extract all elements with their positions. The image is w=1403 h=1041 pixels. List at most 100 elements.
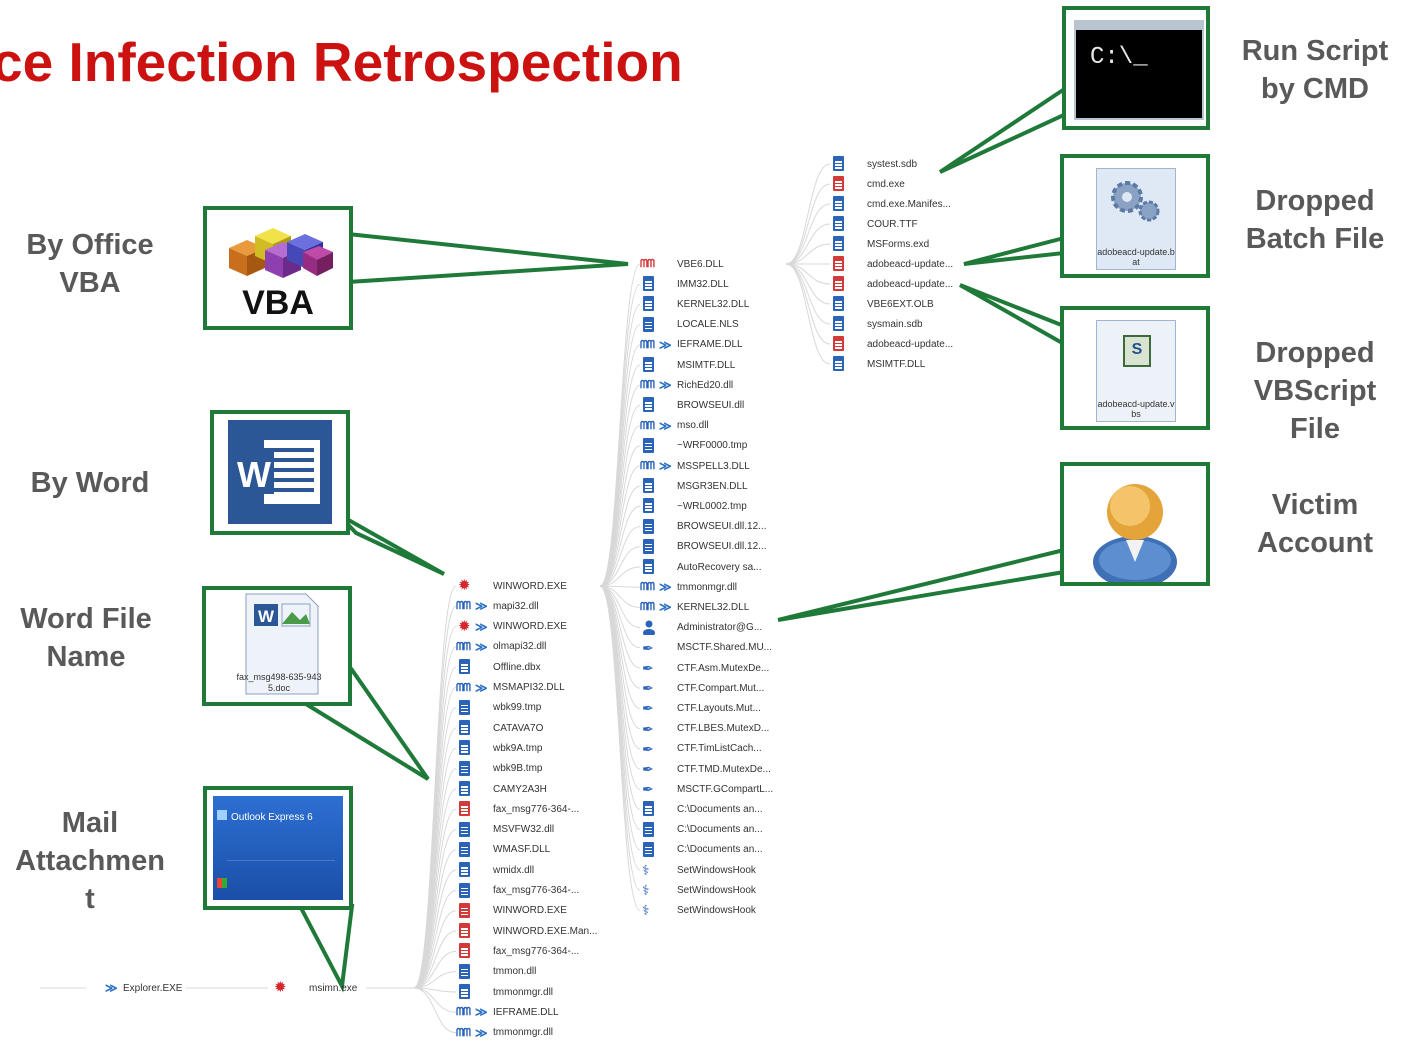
tree-node[interactable]: ✒MSCTF.Shared.MU...: [640, 640, 772, 656]
tree-node[interactable]: CATAVA7O: [456, 720, 543, 736]
tree-node[interactable]: wbk9B.tmp: [456, 760, 543, 777]
tree-node[interactable]: ✒CTF.Asm.MutexDe...: [640, 660, 769, 676]
tree-node[interactable]: MSIMTF.DLL: [640, 357, 735, 373]
expand-chevron-icon[interactable]: ≫: [475, 1025, 488, 1040]
tree-node[interactable]: BROWSEUI.dll.12...: [640, 518, 766, 535]
tree-node[interactable]: LOCALE.NLS: [640, 316, 739, 333]
tree-node[interactable]: ⚕SetWindowsHook: [640, 902, 756, 918]
expand-chevron-icon[interactable]: ≫: [659, 600, 672, 615]
node-icon: ✒: [640, 700, 658, 716]
tree-node[interactable]: WMASF.DLL: [456, 841, 550, 858]
node-label: sysmain.sdb: [867, 318, 923, 330]
expand-chevron-icon[interactable]: ≫: [659, 378, 672, 393]
file-icon: [643, 357, 654, 372]
tree-node[interactable]: COUR.TTF: [830, 216, 918, 232]
tree-node[interactable]: wbk99.tmp: [456, 699, 541, 716]
tree-node[interactable]: BROWSEUI.dll: [640, 397, 744, 413]
tree-node[interactable]: MSGR3EN.DLL: [640, 478, 748, 494]
tree-node[interactable]: C:\Documents an...: [640, 841, 763, 858]
tree-node[interactable]: tmmon.dll: [456, 963, 536, 980]
tree-node[interactable]: ~WRF0000.tmp: [640, 437, 747, 454]
tree-node[interactable]: WINWORD.EXE: [456, 902, 567, 919]
tree-node[interactable]: ✒CTF.TMD.MutexDe...: [640, 761, 771, 777]
node-label: IEFRAME.DLL: [677, 339, 743, 351]
wordfile-callout: W fax_msg498-635-9435.doc: [202, 586, 352, 706]
tree-node[interactable]: ᗰᗰ≫MSMAPI32.DLL: [456, 680, 565, 696]
expand-chevron-icon[interactable]: ≫: [475, 680, 488, 695]
tree-branch: [599, 585, 641, 911]
tree-node[interactable]: cmd.exe.Manifes...: [830, 196, 951, 212]
tree-node[interactable]: ✒CTF.LBES.MutexD...: [640, 721, 769, 737]
tree-node[interactable]: wbk9A.tmp: [456, 740, 542, 756]
tree-node[interactable]: IMM32.DLL: [640, 276, 729, 292]
tree-node[interactable]: wmidx.dll: [456, 862, 534, 878]
tree-node[interactable]: ~WRL0002.tmp: [640, 498, 747, 514]
tree-node[interactable]: systest.sdb: [830, 156, 917, 172]
user-icon: [1093, 484, 1177, 588]
tree-node[interactable]: BROWSEUI.dll.12...: [640, 538, 766, 555]
tree-node[interactable]: AutoRecovery sa...: [640, 559, 761, 575]
tree-node[interactable]: ᗰᗰ≫KERNEL32.DLL: [640, 599, 749, 615]
tree-node[interactable]: ≫Explorer.EXE: [86, 980, 182, 996]
node-label: wbk9B.tmp: [493, 763, 543, 775]
tree-node[interactable]: C:\Documents an...: [640, 801, 763, 817]
tree-node[interactable]: CAMY2A3H: [456, 781, 547, 797]
tree-node[interactable]: WINWORD.EXE.Man...: [456, 923, 597, 939]
node-icon: [640, 397, 658, 413]
mutex-icon: ✒: [642, 660, 654, 676]
tree-node[interactable]: fax_msg776-364-...: [456, 801, 579, 817]
tree-node[interactable]: ✹msimn.exe: [272, 980, 357, 996]
expand-chevron-icon[interactable]: ≫: [475, 599, 488, 614]
node-icon: [640, 357, 658, 373]
tree-node[interactable]: ✒MSCTF.GCompartL...: [640, 781, 773, 797]
node-icon: [456, 943, 474, 959]
tree-branch: [785, 223, 831, 265]
tree-node[interactable]: Administrator@G...: [640, 620, 762, 636]
tree-node[interactable]: ᗰᗰ≫IEFRAME.DLL: [456, 1004, 559, 1020]
node-label: MSSPELL3.DLL: [677, 460, 750, 472]
tree-node[interactable]: ✒CTF.Compart.Mut...: [640, 680, 764, 696]
tree-node[interactable]: ✹WINWORD.EXE: [456, 578, 567, 594]
tree-node[interactable]: ⚕SetWindowsHook: [640, 882, 756, 898]
expand-chevron-icon[interactable]: ≫: [659, 418, 672, 433]
expand-chevron-icon[interactable]: ≫: [475, 1005, 488, 1020]
gear-icon: ✹: [274, 979, 287, 996]
node-icon: [830, 316, 848, 332]
tree-node[interactable]: ᗰᗰ≫mso.dll: [640, 418, 709, 434]
tree-node[interactable]: ⚕SetWindowsHook: [640, 862, 756, 878]
expand-chevron-icon[interactable]: ≫: [475, 639, 488, 654]
gear-icon: ✹: [458, 577, 471, 594]
tree-node[interactable]: ᗰᗰ≫IEFRAME.DLL: [640, 337, 743, 353]
tree-node[interactable]: adobeacd-update...: [830, 276, 953, 292]
expand-chevron-icon[interactable]: ≫: [105, 981, 118, 995]
tree-node[interactable]: ᗰᗰ≫tmmonmgr.dll: [640, 579, 737, 595]
tree-node[interactable]: cmd.exe: [830, 176, 905, 192]
tree-node[interactable]: adobeacd-update...: [830, 336, 953, 352]
tree-node[interactable]: ᗰᗰ≫tmmonmgr.dll: [456, 1025, 553, 1041]
tree-node[interactable]: fax_msg776-364-...: [456, 943, 579, 959]
tree-node[interactable]: Offline.dbx: [456, 659, 541, 675]
tree-node[interactable]: fax_msg776-364-...: [456, 882, 579, 899]
tree-node[interactable]: ✒CTF.TimListCach...: [640, 741, 762, 757]
tree-node[interactable]: VBE6EXT.OLB: [830, 296, 934, 312]
tree-node[interactable]: ᗰᗰ≫olmapi32.dll: [456, 639, 546, 655]
tree-node[interactable]: tmmonmgr.dll: [456, 984, 553, 1000]
expand-chevron-icon[interactable]: ≫: [659, 580, 672, 595]
tree-node[interactable]: ᗰᗰ≫MSSPELL3.DLL: [640, 458, 750, 474]
node-icon: ✹: [456, 578, 474, 594]
tree-node[interactable]: ᗰᗰ≫RichEd20.dll: [640, 377, 733, 393]
tree-node[interactable]: ✒CTF.Layouts.Mut...: [640, 700, 761, 716]
expand-chevron-icon[interactable]: ≫: [659, 459, 672, 473]
tree-node[interactable]: ᗰᗰ≫mapi32.dll: [456, 598, 539, 614]
tree-node[interactable]: KERNEL32.DLL: [640, 296, 749, 312]
tree-node[interactable]: MSIMTF.DLL: [830, 356, 925, 372]
expand-chevron-icon[interactable]: ≫: [475, 619, 488, 634]
tree-node[interactable]: MSForms.exd: [830, 236, 929, 252]
tree-node[interactable]: ✹≫WINWORD.EXE: [456, 618, 567, 635]
tree-node[interactable]: MSVFW32.dll: [456, 821, 554, 838]
tree-node[interactable]: C:\Documents an...: [640, 821, 763, 838]
tree-node[interactable]: sysmain.sdb: [830, 316, 923, 332]
tree-node[interactable]: adobeacd-update...: [830, 256, 953, 272]
expand-chevron-icon[interactable]: ≫: [659, 337, 672, 352]
